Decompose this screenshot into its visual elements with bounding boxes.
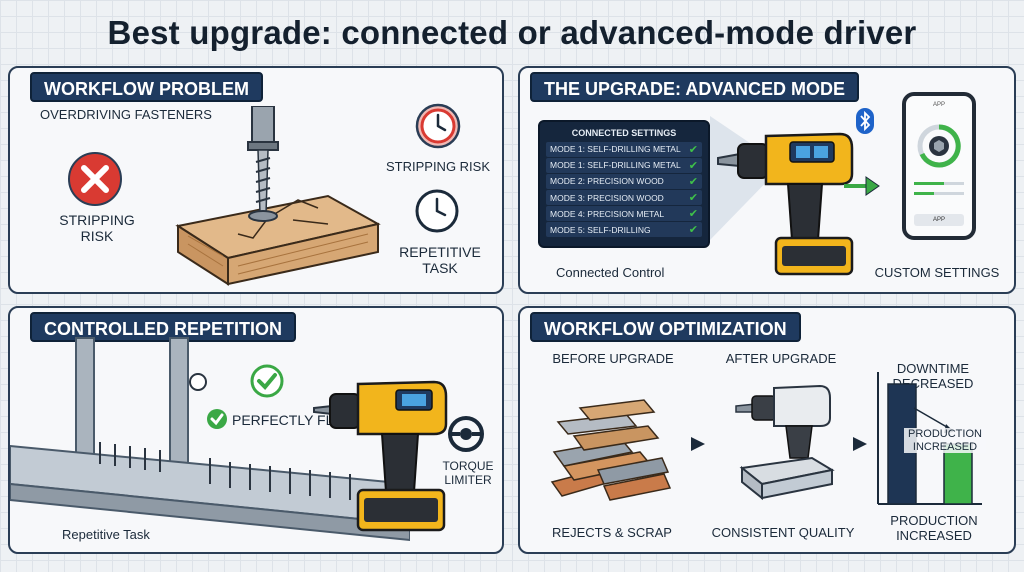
rejects-scrap-label: REJECTS & SCRAP — [552, 525, 672, 540]
power-drill-icon — [717, 132, 854, 276]
panel-header: CONTROLLED REPETITION — [30, 312, 296, 342]
stripping-risk-label-right: STRIPPING RISK — [385, 159, 491, 174]
panel-header: WORKFLOW PROBLEM — [30, 72, 263, 102]
arrow-right-icon — [853, 437, 867, 451]
arrow-right-icon — [844, 176, 880, 196]
mode-row: MODE 3: PRECISION WOOD✔ — [546, 190, 702, 205]
check-circle-icon — [250, 364, 284, 398]
before-upgrade-label: BEFORE UPGRADE — [552, 351, 674, 366]
wood-block-illustration — [175, 106, 381, 286]
torque-limiter-icon — [448, 416, 484, 452]
mounted-drill-illustration — [735, 384, 835, 501]
metal-track-illustration — [10, 337, 410, 542]
panel-header: THE UPGRADE: ADVANCED MODE — [530, 72, 860, 102]
mode-row: MODE 1: SELF-DRILLING METAL✔ — [546, 158, 702, 173]
mode-row: MODE 1: SELF-DRILLING METAL✔ — [546, 142, 702, 157]
check-icon: ✔ — [688, 159, 698, 172]
panel-controlled-repetition: CONTROLLED REPETITION PERFECTLY FLUSH — [8, 306, 504, 554]
check-icon: ✔ — [688, 224, 698, 237]
panel-header: WORKFLOW OPTIMIZATION — [530, 312, 801, 342]
consistent-quality-label: CONSISTENT QUALITY — [711, 525, 855, 540]
bluetooth-icon — [856, 108, 874, 134]
smartphone-app: APP APP — [902, 92, 976, 240]
after-upgrade-label: AFTER UPGRADE — [725, 351, 837, 366]
connected-control-label: Connected Control — [556, 265, 665, 280]
clock-icon — [415, 189, 459, 233]
panel-workflow-optimization: WORKFLOW OPTIMIZATION BEFORE UPGRADE AFT… — [518, 306, 1016, 554]
panel-subtitle: OVERDRIVING FASTENERS — [40, 107, 212, 122]
slider-track[interactable] — [914, 192, 964, 195]
custom-settings-label: CUSTOM SETTINGS — [874, 265, 1000, 280]
panel-workflow-problem: WORKFLOW PROBLEM OVERDRIVING FASTENERS S… — [8, 66, 504, 294]
stopwatch-red-icon — [415, 103, 461, 149]
app-title: APP — [932, 102, 945, 108]
error-x-icon — [68, 152, 122, 206]
mode-row: MODE 4: PRECISION METAL✔ — [546, 206, 702, 221]
stripping-risk-label-left: STRIPPING RISK — [59, 212, 135, 245]
arrow-right-icon — [691, 437, 705, 451]
mode-row: MODE 2: PRECISION WOOD✔ — [546, 174, 702, 189]
torque-limiter-label: TORQUE LIMITER — [442, 459, 494, 487]
power-drill-icon — [313, 380, 448, 532]
repetitive-task-label: REPETITIVE TASK — [399, 244, 481, 277]
app-button[interactable]: APP — [914, 214, 964, 226]
scrap-stack-illustration — [550, 399, 672, 501]
check-icon: ✔ — [688, 175, 698, 188]
repetitive-task-label: Repetitive Task — [62, 527, 150, 542]
connected-settings-card: CONNECTED SETTINGS MODE 1: SELF-DRILLING… — [538, 120, 710, 248]
check-small-icon — [207, 409, 227, 429]
page-title: Best upgrade: connected or advanced-mode… — [107, 14, 917, 51]
mode-row: MODE 5: SELF-DRILLING✔ — [546, 222, 702, 237]
settings-title: CONNECTED SETTINGS — [571, 128, 677, 138]
check-icon: ✔ — [688, 192, 698, 205]
production-increased-bottom-label: PRODUCTION INCREASED — [890, 513, 978, 543]
check-icon: ✔ — [688, 208, 698, 221]
panel-advanced-mode: THE UPGRADE: ADVANCED MODE CONNECTED SET… — [518, 66, 1016, 294]
chart-bar — [943, 443, 973, 505]
check-icon: ✔ — [688, 143, 698, 156]
production-increased-inner-label: PRODUCTION INCREASED — [904, 428, 986, 454]
dial-gauge-icon — [917, 124, 961, 168]
slider-track[interactable] — [914, 182, 964, 185]
